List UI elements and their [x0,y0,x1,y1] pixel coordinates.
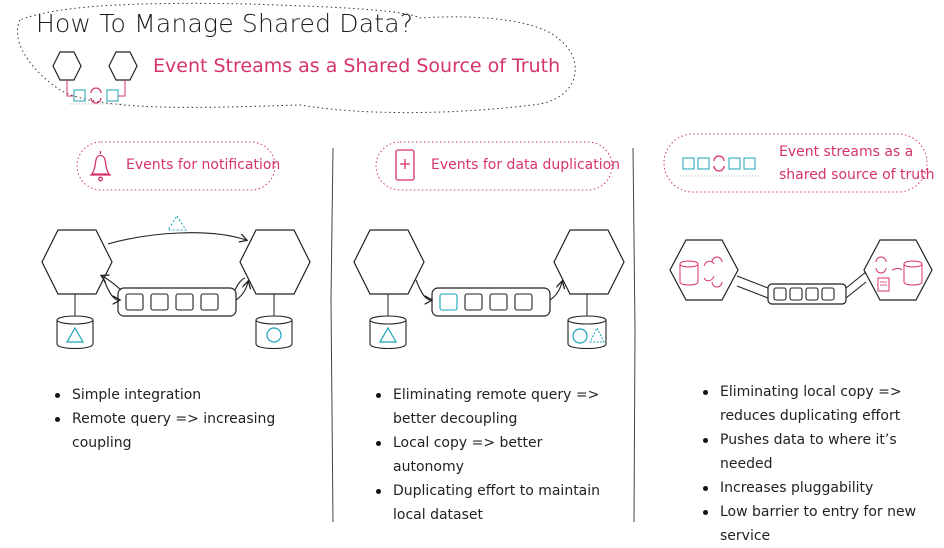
page-subtitle: Event Streams as a Shared Source of Trut… [153,55,561,77]
document-icon [877,277,890,292]
event-stream [767,283,847,305]
database-icon [255,294,293,350]
list-item: Local copy => better autonomy [373,431,603,479]
header-cloud [16,2,576,114]
service-hexagon-right [553,229,625,295]
list-item: Increases pluggability [700,476,938,500]
stream-icon [680,155,760,177]
diagram-canvas [16,2,933,523]
service-hexagon-right [239,229,311,295]
column-2-heading: Events for data duplication [431,157,621,173]
service-hexagon-left [353,229,425,295]
page-title: How To Manage Shared Data? [36,9,414,38]
column-3-heading-line1: Event streams as a [779,144,914,160]
list-item: Pushes data to where it’s needed [700,428,938,476]
phone-plus-icon [395,149,415,181]
column-3-heading-line2: shared source of truth [779,167,935,183]
pill-notification [76,141,276,191]
list-item: Remote query => increasing coupling [52,407,322,455]
column-1-bullets: Simple integration Remote query => incre… [52,383,322,455]
header-services-icon [52,51,138,105]
database-icon [369,294,407,350]
database-icon [56,294,94,350]
column-1-heading: Events for notification [126,157,281,173]
bell-icon [90,151,111,182]
database-icon [567,294,607,350]
column-3-bullets: Eliminating local copy => reduces duplic… [700,380,938,548]
column-2-diagram [353,229,625,350]
pill-shared-source [663,133,928,193]
divider-right [632,147,636,523]
column-1-diagram [41,215,311,350]
service-hexagon-right [863,239,933,301]
service-hexagon-left [41,229,113,295]
list-item: Simple integration [52,383,322,407]
column-2-bullets: Eliminating remote query => better decou… [373,383,603,527]
list-item: Eliminating local copy => reduces duplic… [700,380,938,428]
service-hexagon-left [669,239,739,301]
list-item: Low barrier to entry for new service [700,500,938,548]
divider-left [330,147,334,523]
pill-duplication [375,141,613,191]
list-item: Eliminating remote query => better decou… [373,383,603,431]
column-3-diagram [669,239,933,305]
triangle-icon [167,215,187,231]
list-item: Duplicating effort to maintain local dat… [373,479,603,527]
